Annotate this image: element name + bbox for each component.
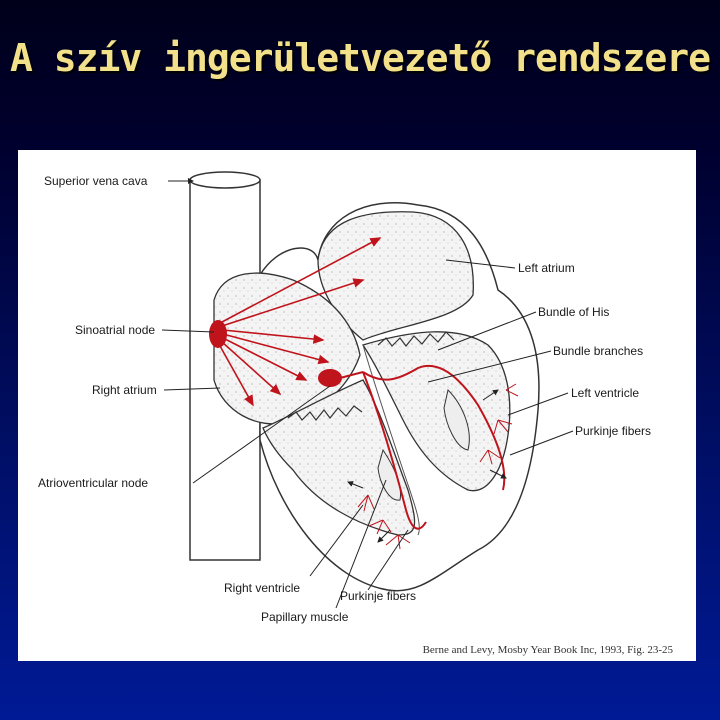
label-purkinje-fibers-bottom: Purkinje fibers bbox=[340, 589, 416, 603]
label-left-ventricle: Left ventricle bbox=[571, 386, 639, 400]
heart-conduction-diagram: Superior vena cava Left atrium Bundle of… bbox=[38, 171, 674, 656]
purkinje-fibers bbox=[357, 383, 519, 550]
label-papillary-muscle: Papillary muscle bbox=[261, 610, 349, 624]
label-purkinje-fibers-right: Purkinje fibers bbox=[575, 424, 651, 438]
figure-citation: Berne and Levy, Mosby Year Book Inc, 199… bbox=[423, 644, 674, 656]
leader-lines bbox=[161, 178, 574, 609]
left-ventricle bbox=[361, 331, 511, 492]
label-left-atrium: Left atrium bbox=[518, 261, 575, 275]
label-right-ventricle: Right ventricle bbox=[224, 581, 300, 595]
label-bundle-branches: Bundle branches bbox=[553, 344, 643, 358]
label-sinoatrial-node: Sinoatrial node bbox=[75, 323, 155, 337]
mitral-valve bbox=[377, 331, 455, 347]
tricuspid-valve bbox=[287, 405, 363, 421]
label-right-atrium: Right atrium bbox=[92, 383, 157, 397]
right-atrium bbox=[213, 272, 361, 425]
sinoatrial-node bbox=[209, 320, 227, 348]
interventricular-septum bbox=[362, 344, 420, 536]
atrioventricular-node bbox=[318, 369, 342, 387]
atrial-conduction-arrows bbox=[219, 237, 382, 407]
heart-diagram-panel: Superior vena cava Left atrium Bundle of… bbox=[18, 150, 696, 661]
label-atrioventricular-node: Atrioventricular node bbox=[38, 476, 148, 490]
ventricular-arrows bbox=[347, 389, 507, 543]
bundle-branches bbox=[339, 364, 506, 530]
slide-title: A szív ingerületvezető rendszere bbox=[9, 36, 711, 80]
papillary-muscle-right bbox=[377, 448, 402, 501]
label-bundle-of-his: Bundle of His bbox=[538, 305, 609, 319]
label-superior-vena-cava: Superior vena cava bbox=[44, 174, 148, 188]
papillary-muscle-left bbox=[443, 389, 470, 451]
